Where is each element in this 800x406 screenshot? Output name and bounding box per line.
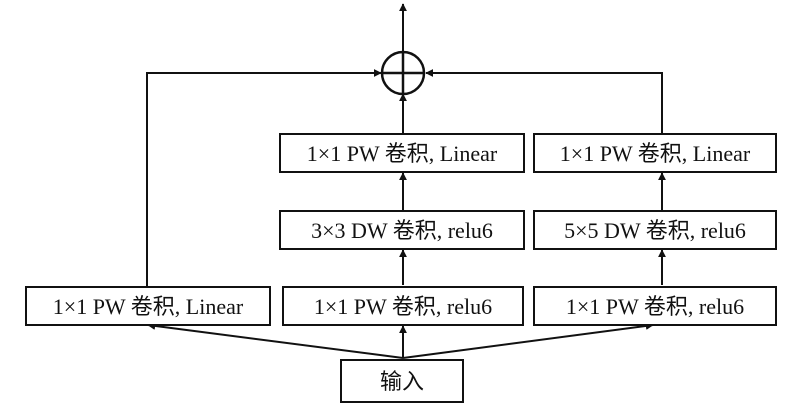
box-mid-dw: 3×3 DW 卷积, relu6 [279,210,525,250]
box-left-pw: 1×1 PW 卷积, Linear [25,286,271,326]
box-mid-pw2-label: 1×1 PW 卷积, Linear [307,141,498,166]
box-input-label: 输入 [380,369,424,394]
arrow-input-to-left [147,321,404,359]
add-circle-icon [380,50,426,96]
box-right-pw2: 1×1 PW 卷积, Linear [533,133,777,173]
box-right-dw-label: 5×5 DW 卷积, relu6 [564,218,746,243]
box-right-pw1-label: 1×1 PW 卷积, relu6 [566,294,744,319]
arrow-input-to-right [402,321,654,359]
box-right-pw2-label: 1×1 PW 卷积, Linear [560,141,751,166]
box-mid-pw2: 1×1 PW 卷积, Linear [279,133,525,173]
box-mid-dw-label: 3×3 DW 卷积, relu6 [311,218,493,243]
box-input: 输入 [340,359,464,403]
arrow-right-to-sum [425,69,663,133]
arrow-left-to-sum [146,69,382,289]
box-right-pw1: 1×1 PW 卷积, relu6 [533,286,777,326]
box-mid-pw1-label: 1×1 PW 卷积, relu6 [314,294,492,319]
box-right-dw: 5×5 DW 卷积, relu6 [533,210,777,250]
box-mid-pw1: 1×1 PW 卷积, relu6 [282,286,524,326]
box-left-pw-label: 1×1 PW 卷积, Linear [53,294,244,319]
